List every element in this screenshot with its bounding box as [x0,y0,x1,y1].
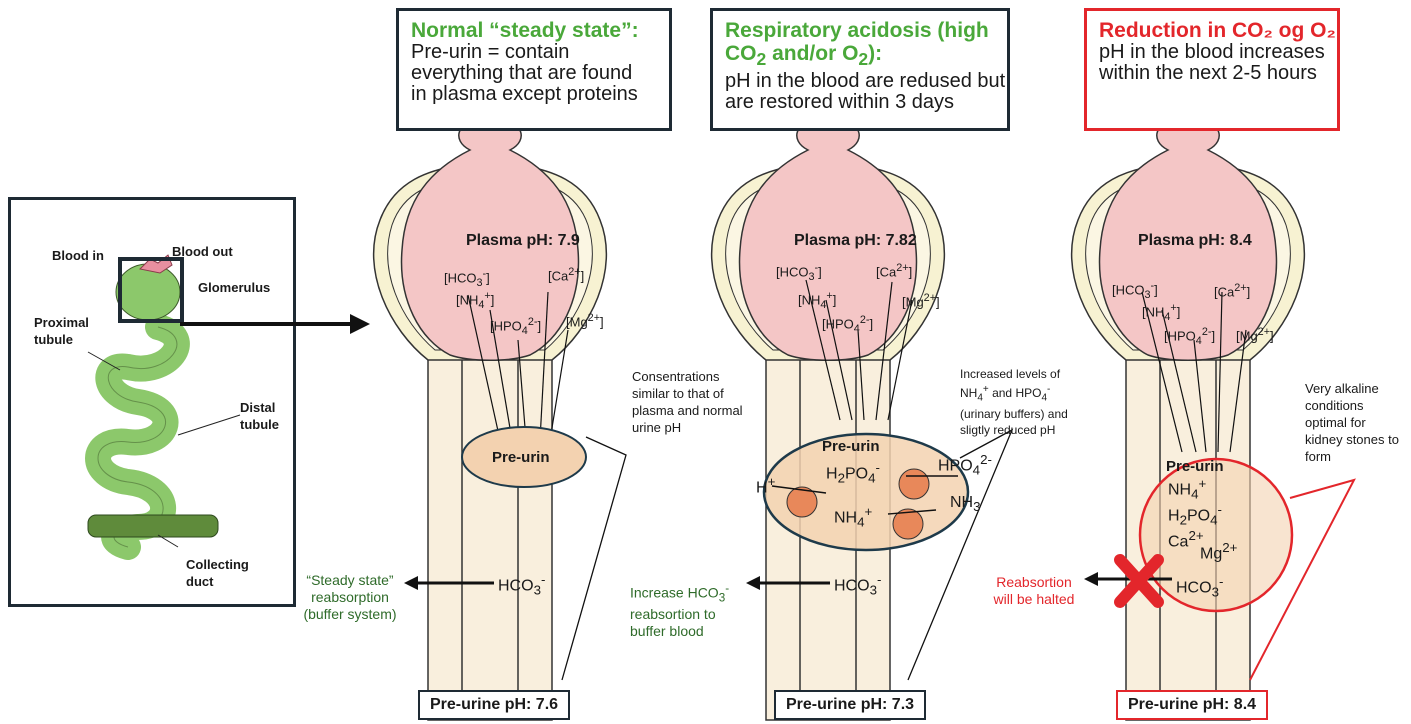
normal-body: Pre-urin = contain everything that are f… [411,42,641,105]
reduction-nh4: NH4+ [1168,476,1206,502]
ion-hpo4: [HPO42-] [490,316,541,337]
reduction-result: Pre-urine pH: 8.4 [1116,690,1268,720]
acidosis-title: Respiratory acidosis (high CO2 and/or O2… [725,19,1007,71]
normal-reabsorption: “Steady state” reabsorption (buffer syst… [298,572,402,623]
acidosis-h: H+ [756,474,775,497]
acidosis-side-note: Increased levels of NH4+ and HPO4- (urin… [960,366,1100,438]
reduction-plasma-ph: Plasma pH: 8.4 [1138,232,1252,250]
reduction-pre-urin: Pre-urin [1166,458,1224,475]
ion-ca: [Ca2+] [1214,282,1250,299]
normal-pre-urin: Pre-urin [492,449,550,466]
ion-mg: [Mg2+] [902,292,940,309]
acidosis-hco3: HCO3- [834,572,881,598]
reduction-title: Reduction in CO₂ og O₂ [1099,19,1337,42]
acidosis-plasma-ph: Plasma pH: 7.82 [794,232,917,250]
normal-hco3: HCO3- [498,572,545,598]
acidosis-result: Pre-urine pH: 7.3 [774,690,926,720]
acidosis-nh4: NH4+ [834,504,872,530]
ion-mg: [Mg2+] [566,312,604,329]
reduction-reabsorption: Reabsortion will be halted [988,574,1080,608]
reduction-hco3: HCO3- [1176,574,1223,600]
acidosis-body: pH in the blood are redused but are rest… [725,71,1010,113]
ion-hpo4: [HPO42-] [822,314,873,335]
normal-plasma-ph: Plasma pH: 7.9 [466,232,580,250]
reduction-ca: Ca2+ [1168,528,1204,551]
ion-nh4: [NH4+] [1142,302,1180,323]
acidosis-nh3: NH3 [950,494,981,514]
ion-mg: [Mg2+] [1236,326,1274,343]
reduction-side-note: Very alkaline conditions optimal for kid… [1305,380,1405,465]
acidosis-reabsorption: Increase HCO3- reabsortion to buffer blo… [630,580,746,640]
ion-nh4: [NH4+] [456,290,494,311]
ion-ca: [Ca2+] [548,266,584,283]
reduction-mg: Mg2+ [1200,540,1237,563]
normal-title: Normal “steady state”: [411,19,669,42]
reduction-h2po4: H2PO4- [1168,502,1222,528]
ion-hco3: [HCO3-] [444,268,490,289]
ion-hco3: [HCO3-] [1112,280,1158,301]
reduction-header-box: Reduction in CO₂ og O₂ pH in the blood i… [1084,8,1340,131]
acidosis-header-box: Respiratory acidosis (high CO2 and/or O2… [710,8,1010,131]
acidosis-pre-urin: Pre-urin [822,438,880,455]
ion-hpo4: [HPO42-] [1164,326,1215,347]
normal-side-note: Consentrations similar to that of plasma… [632,368,750,436]
reduction-body: pH in the blood increases within the nex… [1099,42,1339,84]
acidosis-hpo4: HPO42- [938,452,992,478]
acidosis-h2po4: H2PO4- [826,460,880,486]
normal-header-box: Normal “steady state”: Pre-urin = contai… [396,8,672,131]
ion-ball [899,469,929,499]
ion-nh4: [NH4+] [798,290,836,311]
normal-result: Pre-urine pH: 7.6 [418,690,570,720]
ion-hco3: [HCO3-] [776,262,822,283]
ion-ca: [Ca2+] [876,262,912,279]
